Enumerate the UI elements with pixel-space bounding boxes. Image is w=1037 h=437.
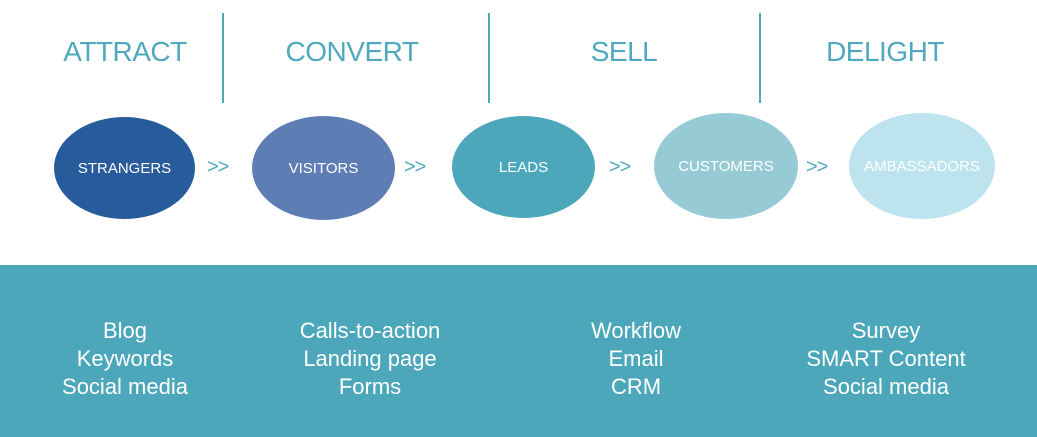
funnel-node-label: CUSTOMERS: [678, 157, 774, 175]
funnel-node-label: LEADS: [498, 158, 549, 176]
double-chevron-right-icon: >>: [404, 156, 426, 178]
tool-item: Social media: [823, 374, 949, 399]
tool-item: Forms: [338, 374, 402, 399]
stage-title-convert: CONVERT: [285, 36, 419, 67]
tools-list-convert: Calls-to-action Landing page Forms: [250, 317, 490, 401]
double-chevron-right-icon: >>: [806, 156, 828, 178]
double-chevron-right-icon: >>: [609, 156, 631, 178]
stage-divider: [222, 13, 224, 103]
funnel-node-label: STRANGERS: [77, 159, 172, 177]
tool-item: Workflow: [590, 318, 682, 343]
stage-divider: [488, 13, 490, 103]
funnel-node-label: AMBASSADORS: [864, 157, 980, 175]
tool-item: SMART Content: [806, 346, 966, 371]
tools-band: [0, 265, 1037, 437]
tool-item: Survey: [851, 318, 921, 343]
funnel-node-ambassadors: AMBASSADORS: [849, 113, 995, 219]
tool-item: Social media: [62, 374, 188, 399]
tools-list-sell: Workflow Email CRM: [516, 317, 756, 401]
stage-title-sell: SELL: [590, 36, 658, 67]
tool-item: Calls-to-action: [299, 318, 441, 343]
funnel-node-label: VISITORS: [288, 159, 359, 177]
funnel-node-customers: CUSTOMERS: [654, 113, 798, 219]
tools-list-attract: Blog Keywords Social media: [5, 317, 245, 401]
tool-item: Landing page: [303, 346, 437, 371]
tool-item: Keywords: [76, 346, 174, 371]
tool-item: Blog: [102, 318, 148, 343]
tool-item: Email: [608, 346, 664, 371]
stage-divider: [759, 13, 761, 103]
double-chevron-right-icon: >>: [207, 156, 229, 178]
funnel-node-strangers: STRANGERS: [54, 117, 195, 219]
stage-title-attract: ATTRACT: [63, 36, 187, 67]
funnel-node-visitors: VISITORS: [252, 116, 395, 220]
tool-item: CRM: [610, 374, 662, 399]
tools-list-delight: Survey SMART Content Social media: [766, 317, 1006, 401]
funnel-node-leads: LEADS: [452, 116, 595, 218]
stage-title-delight: DELIGHT: [826, 36, 944, 67]
